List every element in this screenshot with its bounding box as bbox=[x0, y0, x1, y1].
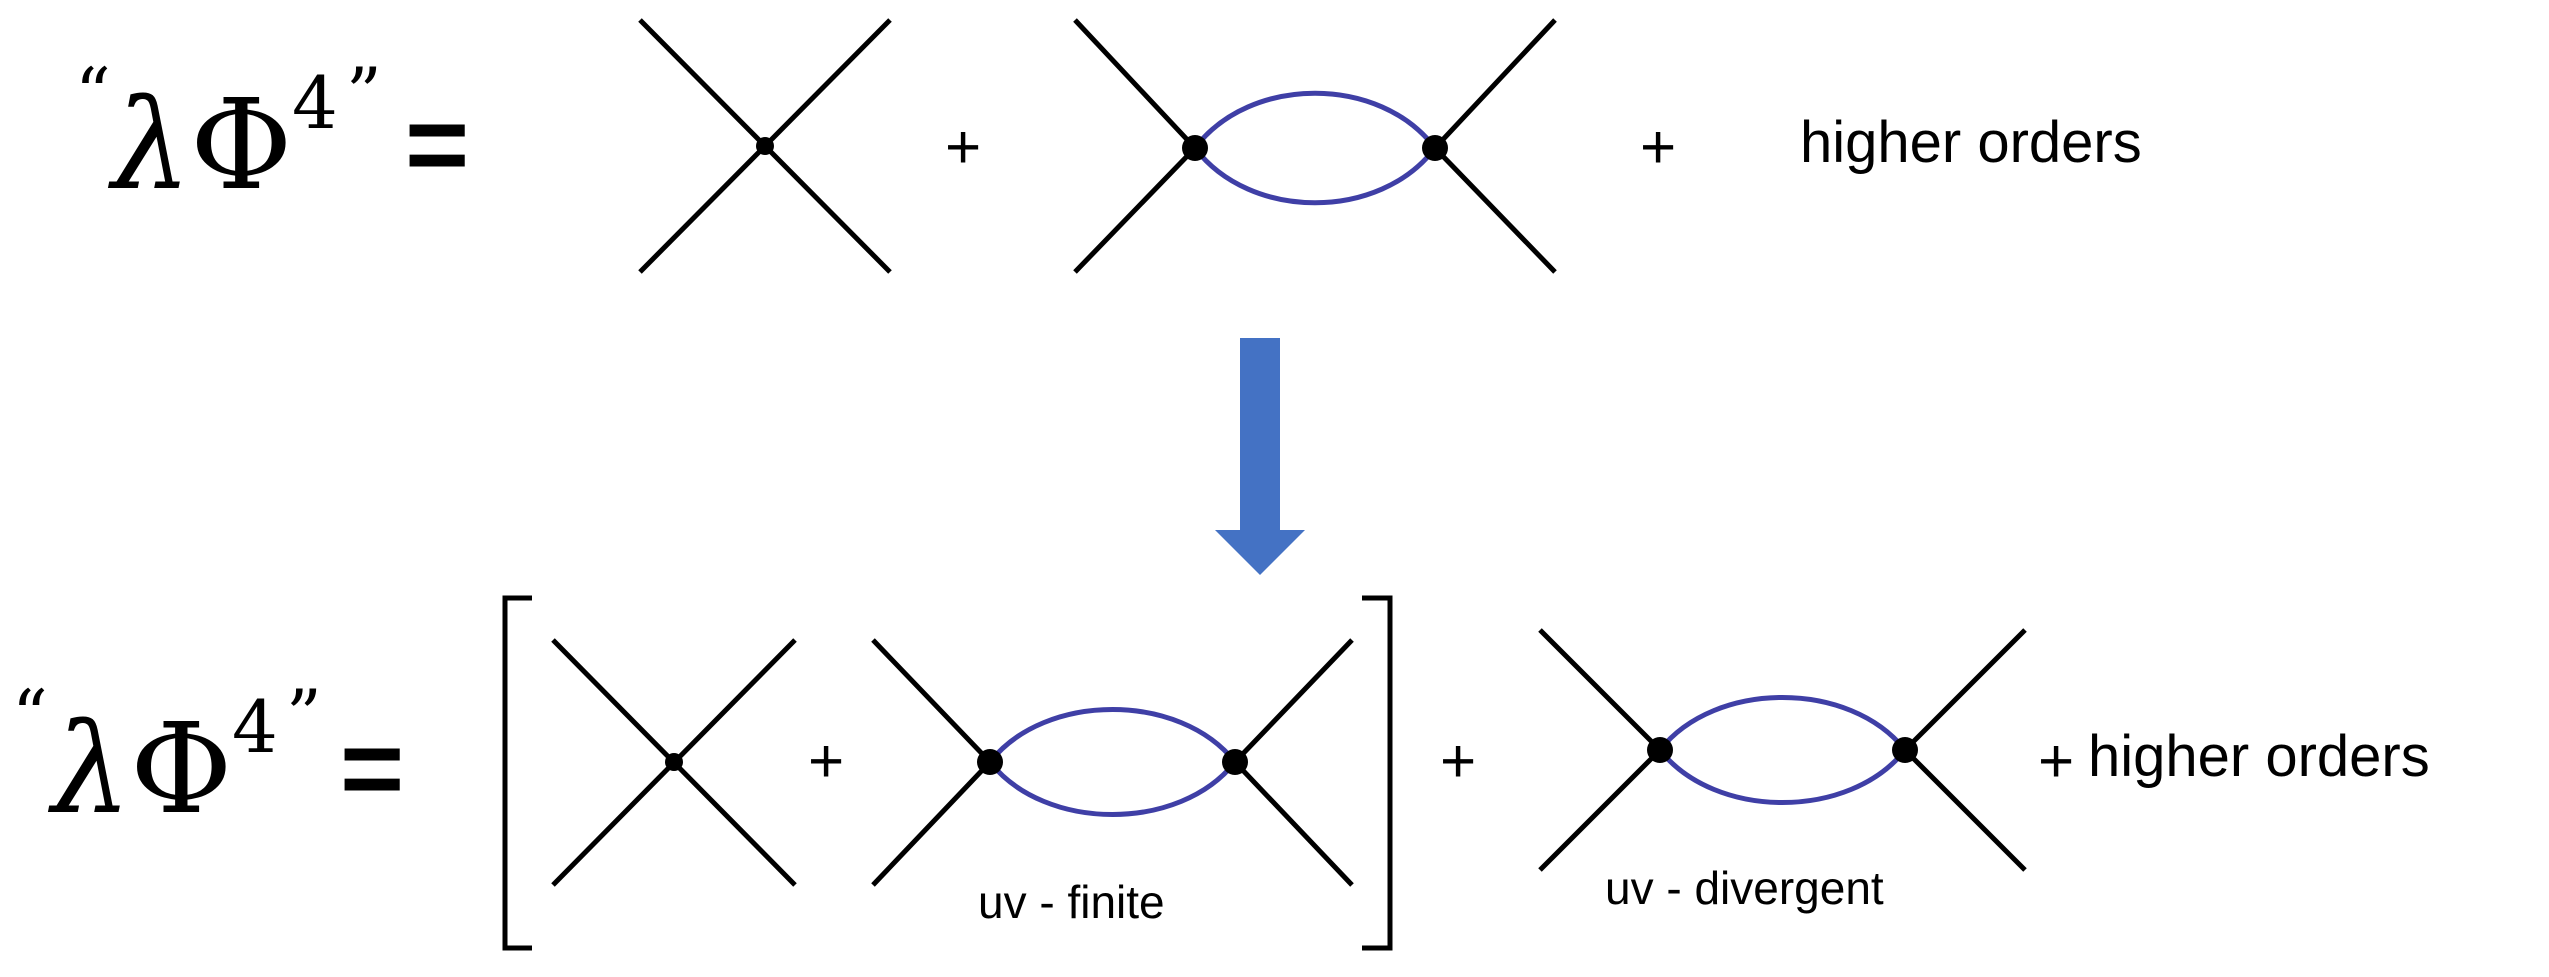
external-leg bbox=[871, 638, 992, 764]
vertex-dot bbox=[1892, 737, 1918, 763]
top-phi-symbol: Φ bbox=[190, 73, 292, 218]
top-one-loop-bubble-diagram bbox=[1073, 18, 1557, 274]
bottom-plus-1: + bbox=[808, 727, 844, 796]
external-leg bbox=[1433, 146, 1557, 274]
top-plus-2: + bbox=[1640, 113, 1676, 182]
external-leg bbox=[871, 760, 992, 887]
uv-finite-label: uv - finite bbox=[978, 876, 1165, 928]
left-square-bracket bbox=[502, 595, 532, 951]
external-leg bbox=[1073, 146, 1197, 274]
down-arrow-icon bbox=[1215, 338, 1305, 575]
vertex-dot bbox=[977, 749, 1003, 775]
vertex-dot bbox=[1222, 749, 1248, 775]
top-higher-orders-label: higher orders bbox=[1800, 110, 2142, 175]
loop-propagator-lower bbox=[988, 760, 1237, 817]
uv-finite-bubble-diagram bbox=[871, 638, 1354, 887]
bottom-higher-orders-label: higher orders bbox=[2088, 724, 2430, 789]
bottom-close-quote: ” bbox=[286, 675, 322, 757]
external-leg bbox=[1233, 638, 1354, 764]
external-leg bbox=[1233, 760, 1354, 887]
external-leg bbox=[1538, 748, 1662, 872]
external-leg bbox=[1538, 628, 1662, 752]
external-leg bbox=[1073, 18, 1197, 150]
vertex-dot bbox=[665, 753, 683, 771]
top-open-quote: “ bbox=[75, 53, 111, 135]
bottom-lambda-symbol: λ bbox=[47, 697, 131, 842]
uv-divergent-bubble-diagram bbox=[1538, 628, 2027, 872]
right-square-bracket bbox=[1362, 595, 1393, 951]
bottom-equation-lhs: “ λ Φ 4 ” = bbox=[12, 675, 404, 842]
top-equals-sign: = bbox=[405, 83, 469, 206]
bottom-plus-2: + bbox=[1440, 727, 1476, 796]
bottom-plus-3: + bbox=[2038, 727, 2074, 796]
loop-propagator-upper bbox=[1193, 90, 1437, 150]
bottom-exponent: 4 bbox=[232, 685, 278, 769]
top-equation-lhs: “ λ Φ 4 ” = bbox=[75, 53, 469, 218]
external-leg bbox=[1433, 18, 1557, 150]
bottom-phi-symbol: Φ bbox=[130, 697, 232, 842]
vertex-dot bbox=[1422, 135, 1448, 161]
top-tree-vertex-diagram bbox=[638, 18, 892, 274]
vertex-dot bbox=[1182, 135, 1208, 161]
external-leg bbox=[1903, 748, 2027, 872]
loop-propagator-upper bbox=[988, 707, 1237, 764]
bottom-equals-sign: = bbox=[340, 707, 404, 830]
top-close-quote: ” bbox=[346, 53, 382, 135]
top-plus-1: + bbox=[945, 113, 981, 182]
vertex-dot bbox=[756, 137, 774, 155]
vertex-dot bbox=[1647, 737, 1673, 763]
uv-divergent-label: uv - divergent bbox=[1605, 862, 1884, 914]
loop-propagator-lower bbox=[1658, 748, 1907, 805]
loop-propagator-upper bbox=[1658, 695, 1907, 752]
loop-propagator-lower bbox=[1193, 146, 1437, 206]
bottom-tree-vertex-diagram bbox=[551, 638, 797, 887]
top-exponent: 4 bbox=[292, 61, 338, 145]
external-leg bbox=[1903, 628, 2027, 752]
bottom-open-quote: “ bbox=[12, 675, 48, 757]
top-lambda-symbol: λ bbox=[107, 73, 191, 218]
